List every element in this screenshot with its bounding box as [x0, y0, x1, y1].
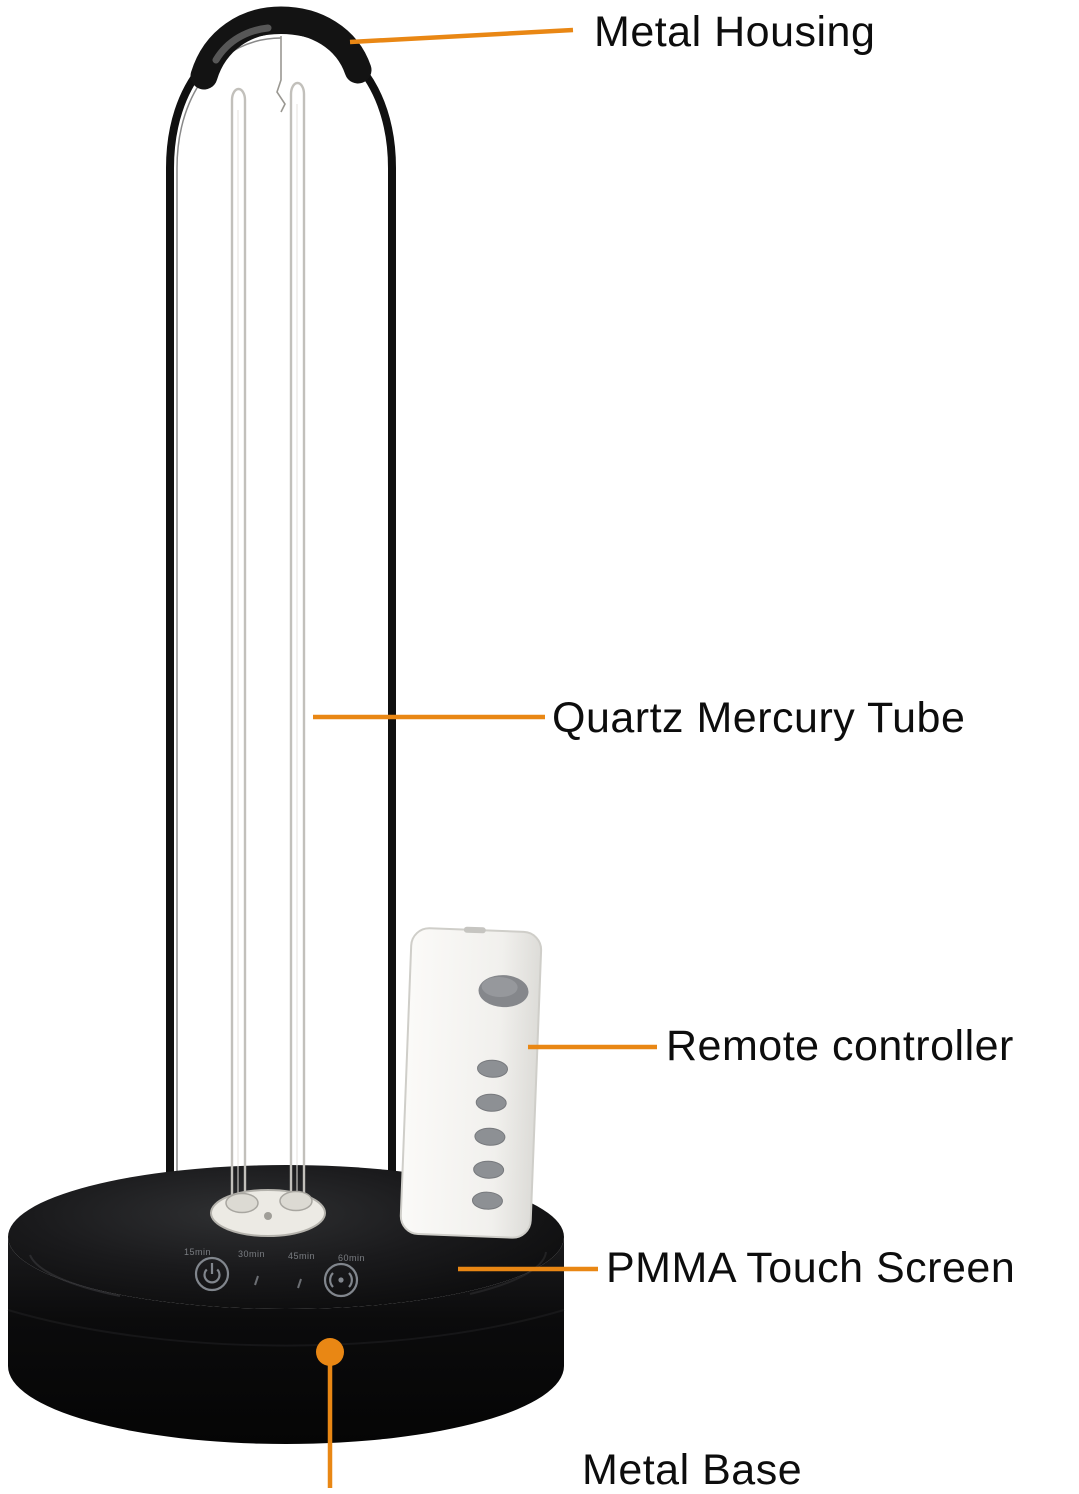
- metal-frame: [166, 25, 396, 1198]
- metal-housing-highlight: [212, 24, 272, 64]
- metal-housing-cap: [190, 6, 372, 90]
- label-quartz-mercury-tube: Quartz Mercury Tube: [552, 694, 966, 742]
- filament-wire: [276, 36, 286, 113]
- remote-buttons: [471, 1059, 509, 1210]
- quartz-mercury-tube: [230, 81, 306, 1200]
- label-pmma-touch-screen: PMMA Touch Screen: [606, 1244, 1016, 1292]
- timer-mark-30min: 30min: [238, 1249, 266, 1259]
- label-metal-base: Metal Base: [582, 1446, 803, 1494]
- ceramic-lamp-holder: [210, 1189, 326, 1237]
- timer-mark-45min: 45min: [288, 1251, 316, 1261]
- timer-mark-60min: 60min: [338, 1253, 366, 1263]
- callout-lines: [313, 27, 657, 1488]
- label-remote-controller: Remote controller: [666, 1022, 1014, 1070]
- remote-controller: [399, 926, 543, 1239]
- power-touch-icon: [194, 1256, 230, 1292]
- timer-mark-15min: 15min: [184, 1247, 212, 1257]
- metal-frame-inner-sheen: [176, 37, 282, 1195]
- remote-signal-touch-icon: [323, 1262, 359, 1298]
- label-metal-housing: Metal Housing: [594, 8, 876, 56]
- callout-dot-metal-base: [316, 1338, 344, 1366]
- callout-line-metal-housing: [349, 27, 574, 45]
- touch-panel: [194, 1256, 359, 1298]
